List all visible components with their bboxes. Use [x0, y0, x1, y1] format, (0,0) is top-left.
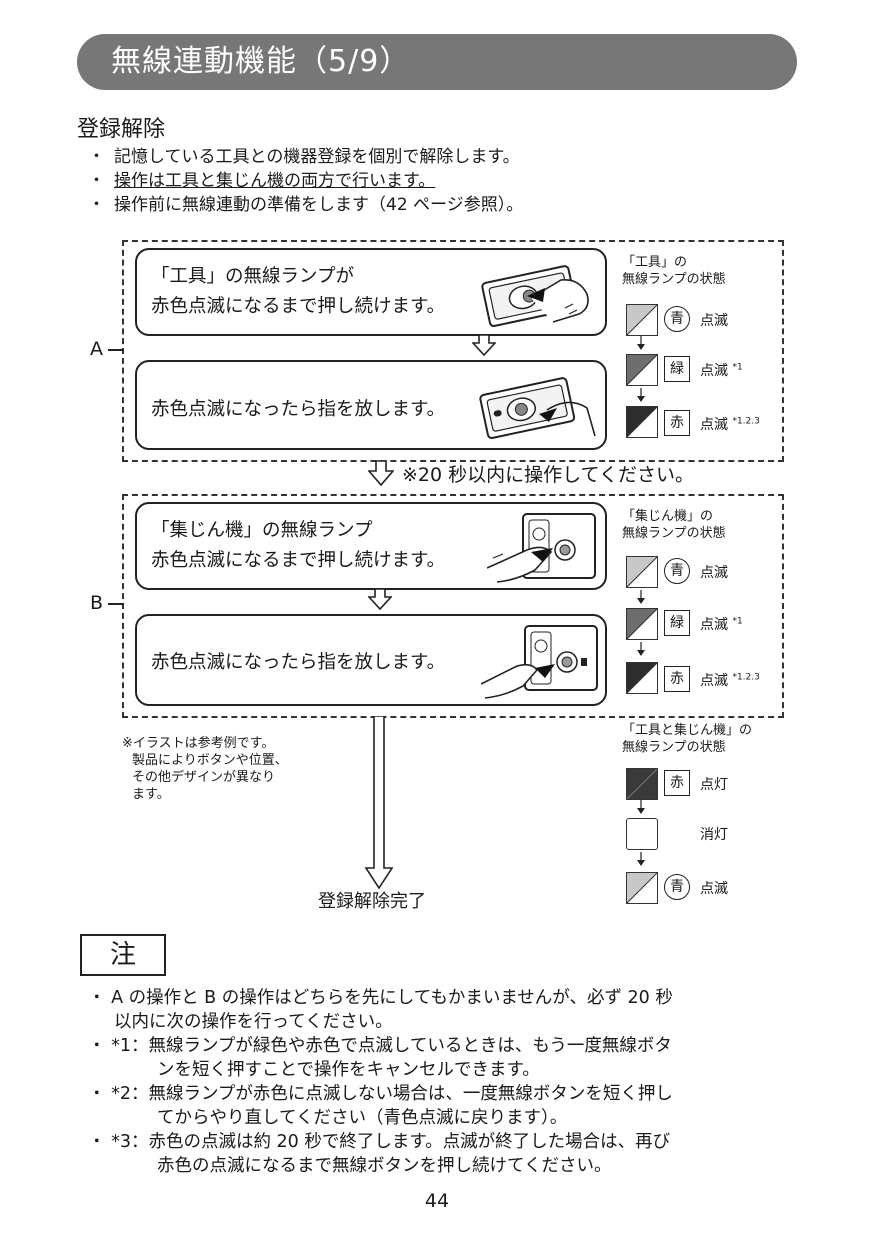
step-b1: 「集じん機」の無線ランプ 赤色点滅になるまで押し続けます。 — [135, 502, 607, 590]
lamp-dark-square — [626, 406, 658, 438]
group-b-label: B — [90, 592, 104, 614]
lamp-mid-square — [626, 608, 658, 640]
blue-char-circle: 青 — [664, 874, 690, 900]
note-line-8: 赤色の点滅になるまで無線ボタンを押し続けてください。 — [157, 1156, 612, 1176]
lamp-light-square — [626, 304, 658, 336]
red-char-box: 赤 — [664, 666, 690, 692]
group-a-label-line — [108, 349, 124, 351]
step-b1-line2: 赤色点滅になるまで押し続けます。 — [151, 550, 446, 571]
tool-button-release-illustration — [479, 377, 596, 440]
page-header-bar: 無線連動機能（5/9） — [77, 34, 797, 90]
red-char-box: 赤 — [664, 410, 690, 436]
step-a1: 「工具」の無線ランプが 赤色点滅になるまで押し続けます。 — [135, 248, 607, 336]
bullet-1: ・記憶している工具との機器登録を個別で解除します。 — [88, 147, 520, 167]
note-heading: 注 — [80, 934, 166, 976]
blink-label-green: 点滅 *1 — [700, 616, 743, 633]
note-line-5: ・ *2：無線ランプが赤色に点滅しない場合は、一度無線ボタンを短く押し — [88, 1084, 673, 1104]
lamp-light-square — [626, 872, 658, 904]
tool-button-press-illustration — [481, 265, 589, 328]
dust-collector-button-press-illustration — [487, 513, 596, 583]
long-down-arrow-icon — [364, 716, 394, 890]
small-down-arrow-icon — [637, 642, 645, 656]
blink-label: 点滅 — [700, 881, 728, 897]
step-b1-line1: 「集じん機」の無線ランプ — [151, 520, 373, 541]
unregister-complete-label: 登録解除完了 — [318, 891, 426, 912]
note-line-2: 以内に次の操作を行ってください。 — [114, 1012, 393, 1032]
blink-label-green: 点滅 *1 — [700, 362, 743, 379]
off-label: 消灯 — [700, 827, 728, 843]
dust-collector-button-release-illustration — [481, 625, 598, 699]
section-title: 登録解除 — [77, 117, 166, 142]
small-down-arrow-icon — [637, 590, 645, 604]
note-line-1: ・ A の操作と B の操作はどちらを先にしてもかまいませんが、必ず 20 秒 — [88, 988, 673, 1008]
small-down-arrow-icon — [637, 852, 645, 866]
lamp-mid-square — [626, 354, 658, 386]
red-char-box: 赤 — [664, 770, 690, 796]
note-line-3: ・ *1：無線ランプが緑色や赤色で点滅しているときは、もう一度無線ボタ — [88, 1036, 672, 1056]
page-number: 44 — [424, 1190, 450, 1212]
green-char-box: 緑 — [664, 610, 690, 636]
lamp-off-square — [626, 818, 658, 850]
down-arrow-icon — [368, 588, 392, 610]
down-arrow-icon — [368, 460, 394, 486]
down-arrow-icon — [472, 334, 496, 356]
step-b2: 赤色点滅になったら指を放します。 — [135, 614, 607, 706]
lamp-dark-square — [626, 662, 658, 694]
lit-label: 点灯 — [700, 777, 728, 793]
lamp-on-square — [626, 768, 658, 800]
group-b-box — [122, 494, 784, 718]
small-down-arrow-icon — [637, 388, 645, 402]
note-line-7: ・ *3：赤色の点滅は約 20 秒で終了します。点滅が終了した場合は、再び — [88, 1132, 671, 1152]
bullet-2: ・操作は工具と集じん機の両方で行います。 — [88, 171, 436, 191]
blue-char-circle: 青 — [664, 306, 690, 332]
note-line-6: てからやり直してください（青色点滅に戻ります）。 — [157, 1108, 568, 1128]
blink-label: 点滅 — [700, 565, 728, 581]
step-b2-text: 赤色点滅になったら指を放します。 — [151, 652, 446, 673]
step-a2-text: 赤色点滅になったら指を放します。 — [151, 399, 446, 420]
small-down-arrow-icon — [637, 336, 645, 350]
small-down-arrow-icon — [637, 800, 645, 814]
bullet-3: ・操作前に無線連動の準備をします（42 ページ参照）。 — [88, 195, 524, 215]
green-char-box: 緑 — [664, 356, 690, 382]
blink-label: 点滅 — [700, 313, 728, 329]
note-line-4: ンを短く押すことで操作をキャンセルできます。 — [157, 1060, 540, 1080]
page-title: 無線連動機能（5/9） — [111, 44, 411, 79]
step-a1-line1: 「工具」の無線ランプが — [151, 266, 354, 287]
step-a1-line2: 赤色点滅になるまで押し続けます。 — [151, 296, 446, 317]
lamp-light-square — [626, 556, 658, 588]
step-a2: 赤色点滅になったら指を放します。 — [135, 360, 607, 450]
blink-label-red: 点滅 *1.2.3 — [700, 672, 760, 689]
group-b-label-line — [108, 603, 124, 605]
time-limit-note: ※20 秒以内に操作してください。 — [402, 464, 694, 486]
group-a-box — [122, 240, 784, 462]
blink-label-red: 点滅 *1.2.3 — [700, 416, 760, 433]
group-a-label: A — [90, 338, 103, 360]
group-b-side-heading: 「集じん機」の無線ランプの状態 — [622, 509, 726, 541]
final-side-heading: 「工具と集じん機」の無線ランプの状態 — [622, 723, 753, 755]
group-a-side-heading: 「工具」の無線ランプの状態 — [622, 255, 726, 287]
blue-char-circle: 青 — [664, 558, 690, 584]
illustration-note: ※イラストは参考例です。 製品によりボタンや位置、 その他デザインが異なり ます… — [122, 736, 288, 802]
